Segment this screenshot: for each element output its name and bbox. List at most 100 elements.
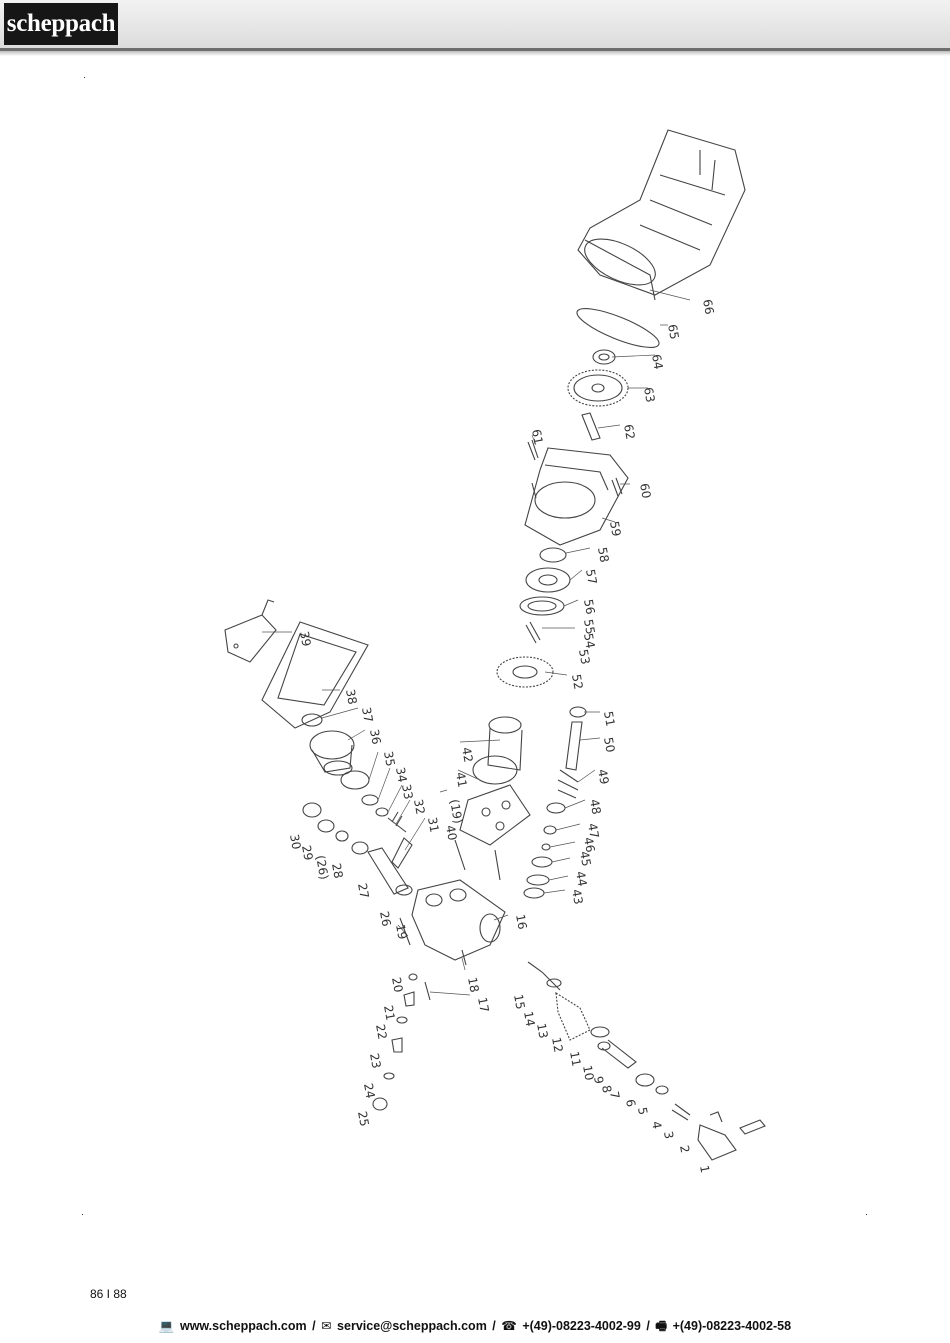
washer <box>375 807 389 817</box>
part-number-label: 6 <box>623 1098 638 1108</box>
seal <box>396 1016 408 1024</box>
part-number-label: 40 <box>443 824 459 841</box>
part-number-label: 9 <box>591 1075 606 1085</box>
page-header: scheppach <box>0 0 950 51</box>
part-number-label: 62 <box>621 423 637 440</box>
motor-assembly <box>577 129 746 301</box>
part-number-label: 8 <box>599 1084 614 1094</box>
fax-number: +(49)-08223-4002-58 <box>672 1319 792 1333</box>
part-number-label: 18 <box>465 976 481 993</box>
part-number-label: 39 <box>297 630 313 647</box>
part-number-label: 31 <box>425 816 441 833</box>
bolt <box>525 621 541 644</box>
part-number-label: 23 <box>367 1052 383 1069</box>
part-number-label: 44 <box>573 870 589 887</box>
part-number-label: 3 <box>661 1130 676 1140</box>
part-number-label: 42 <box>459 746 475 763</box>
part-number-label: 55 <box>581 618 597 635</box>
seal <box>383 1072 395 1080</box>
part-number-label: 4 <box>649 1120 664 1130</box>
seal <box>351 841 369 855</box>
part-number-label: 61 <box>529 428 545 445</box>
page-footer: 💻 www.scheppach.com / ✉ service@scheppac… <box>0 1317 950 1338</box>
rod <box>565 721 583 771</box>
part-number-label: 58 <box>595 546 611 563</box>
spring <box>557 769 579 799</box>
email-link[interactable]: service@scheppach.com <box>337 1319 487 1333</box>
part-number-label: 57 <box>583 568 599 585</box>
gear-housing <box>524 447 629 546</box>
phone-icon: ☎ <box>501 1319 517 1333</box>
part-number-label: 65 <box>665 323 681 340</box>
seal <box>546 802 566 814</box>
seal <box>523 887 545 899</box>
part-number-label: 41 <box>453 771 469 788</box>
valve <box>391 1037 403 1053</box>
part-number-label: 20 <box>389 976 405 993</box>
part-number-label: 45 <box>577 850 593 867</box>
part-number-label: 59 <box>607 520 623 537</box>
part-number-label: 2 <box>677 1144 692 1154</box>
seal <box>408 973 418 981</box>
part-number-label: 7 <box>607 1090 622 1100</box>
part-number-label: 21 <box>381 1004 397 1021</box>
part-number-label: 25 <box>355 1110 371 1127</box>
part-number-label: 48 <box>587 798 603 815</box>
corner-mark <box>84 77 85 78</box>
o-ring <box>576 308 660 348</box>
part-number-label: 32 <box>411 798 427 815</box>
screw <box>611 477 623 497</box>
part-number-label: 54 <box>581 632 597 649</box>
shaft <box>581 412 601 441</box>
o-ring <box>335 830 349 842</box>
part-number-label: 17 <box>475 996 491 1013</box>
part-number-label: 52 <box>569 673 585 690</box>
threaded-plug <box>309 730 355 776</box>
part-number-label: 19 <box>393 923 409 940</box>
header-shadow <box>0 51 950 56</box>
part-number-label: 28 <box>329 862 345 879</box>
o-ring <box>301 713 323 727</box>
bearing <box>525 567 571 593</box>
page-number: 86 I 88 <box>90 1287 127 1301</box>
seal <box>541 843 551 851</box>
mail-icon: ✉ <box>321 1319 332 1333</box>
washer <box>361 794 379 806</box>
part-number-label: (26) <box>313 854 331 881</box>
plug <box>372 1097 388 1111</box>
part-number-label: 60 <box>637 482 653 499</box>
screw <box>527 439 539 461</box>
switch-housing <box>261 621 369 729</box>
part-number-label: 56 <box>581 598 597 615</box>
corner-mark <box>82 1214 83 1215</box>
piston <box>391 837 413 869</box>
part-number-label: 27 <box>355 882 371 899</box>
part-number-label: 10 <box>580 1064 596 1081</box>
part-number-label: 24 <box>361 1082 377 1099</box>
fax-icon: 🖷 <box>655 1319 668 1333</box>
part-number-label: 14 <box>521 1010 537 1027</box>
screw <box>461 949 467 966</box>
phone-number: +(49)-08223-4002-99 <box>522 1319 641 1333</box>
part-number-label: 33 <box>399 783 415 800</box>
swash-plate <box>496 656 554 688</box>
part-number-label: 35 <box>381 750 397 767</box>
part-number-label: 53 <box>576 648 592 665</box>
computer-icon: 💻 <box>158 1319 175 1333</box>
seal <box>531 856 553 868</box>
part-number-label: 26 <box>377 910 393 927</box>
part-number-label: 30 <box>287 833 303 850</box>
gear <box>567 369 629 407</box>
separator: / <box>312 1319 316 1333</box>
part-number-label: 16 <box>513 913 529 930</box>
seal <box>543 825 557 835</box>
seal <box>526 874 550 886</box>
bearing <box>592 349 616 365</box>
website-link[interactable]: www.scheppach.com <box>179 1319 307 1333</box>
cap <box>302 802 322 818</box>
valve <box>403 991 415 1007</box>
part-number-label: 49 <box>595 768 611 785</box>
spring <box>387 811 407 833</box>
screw <box>424 981 431 1001</box>
bearing-cap <box>519 596 565 616</box>
